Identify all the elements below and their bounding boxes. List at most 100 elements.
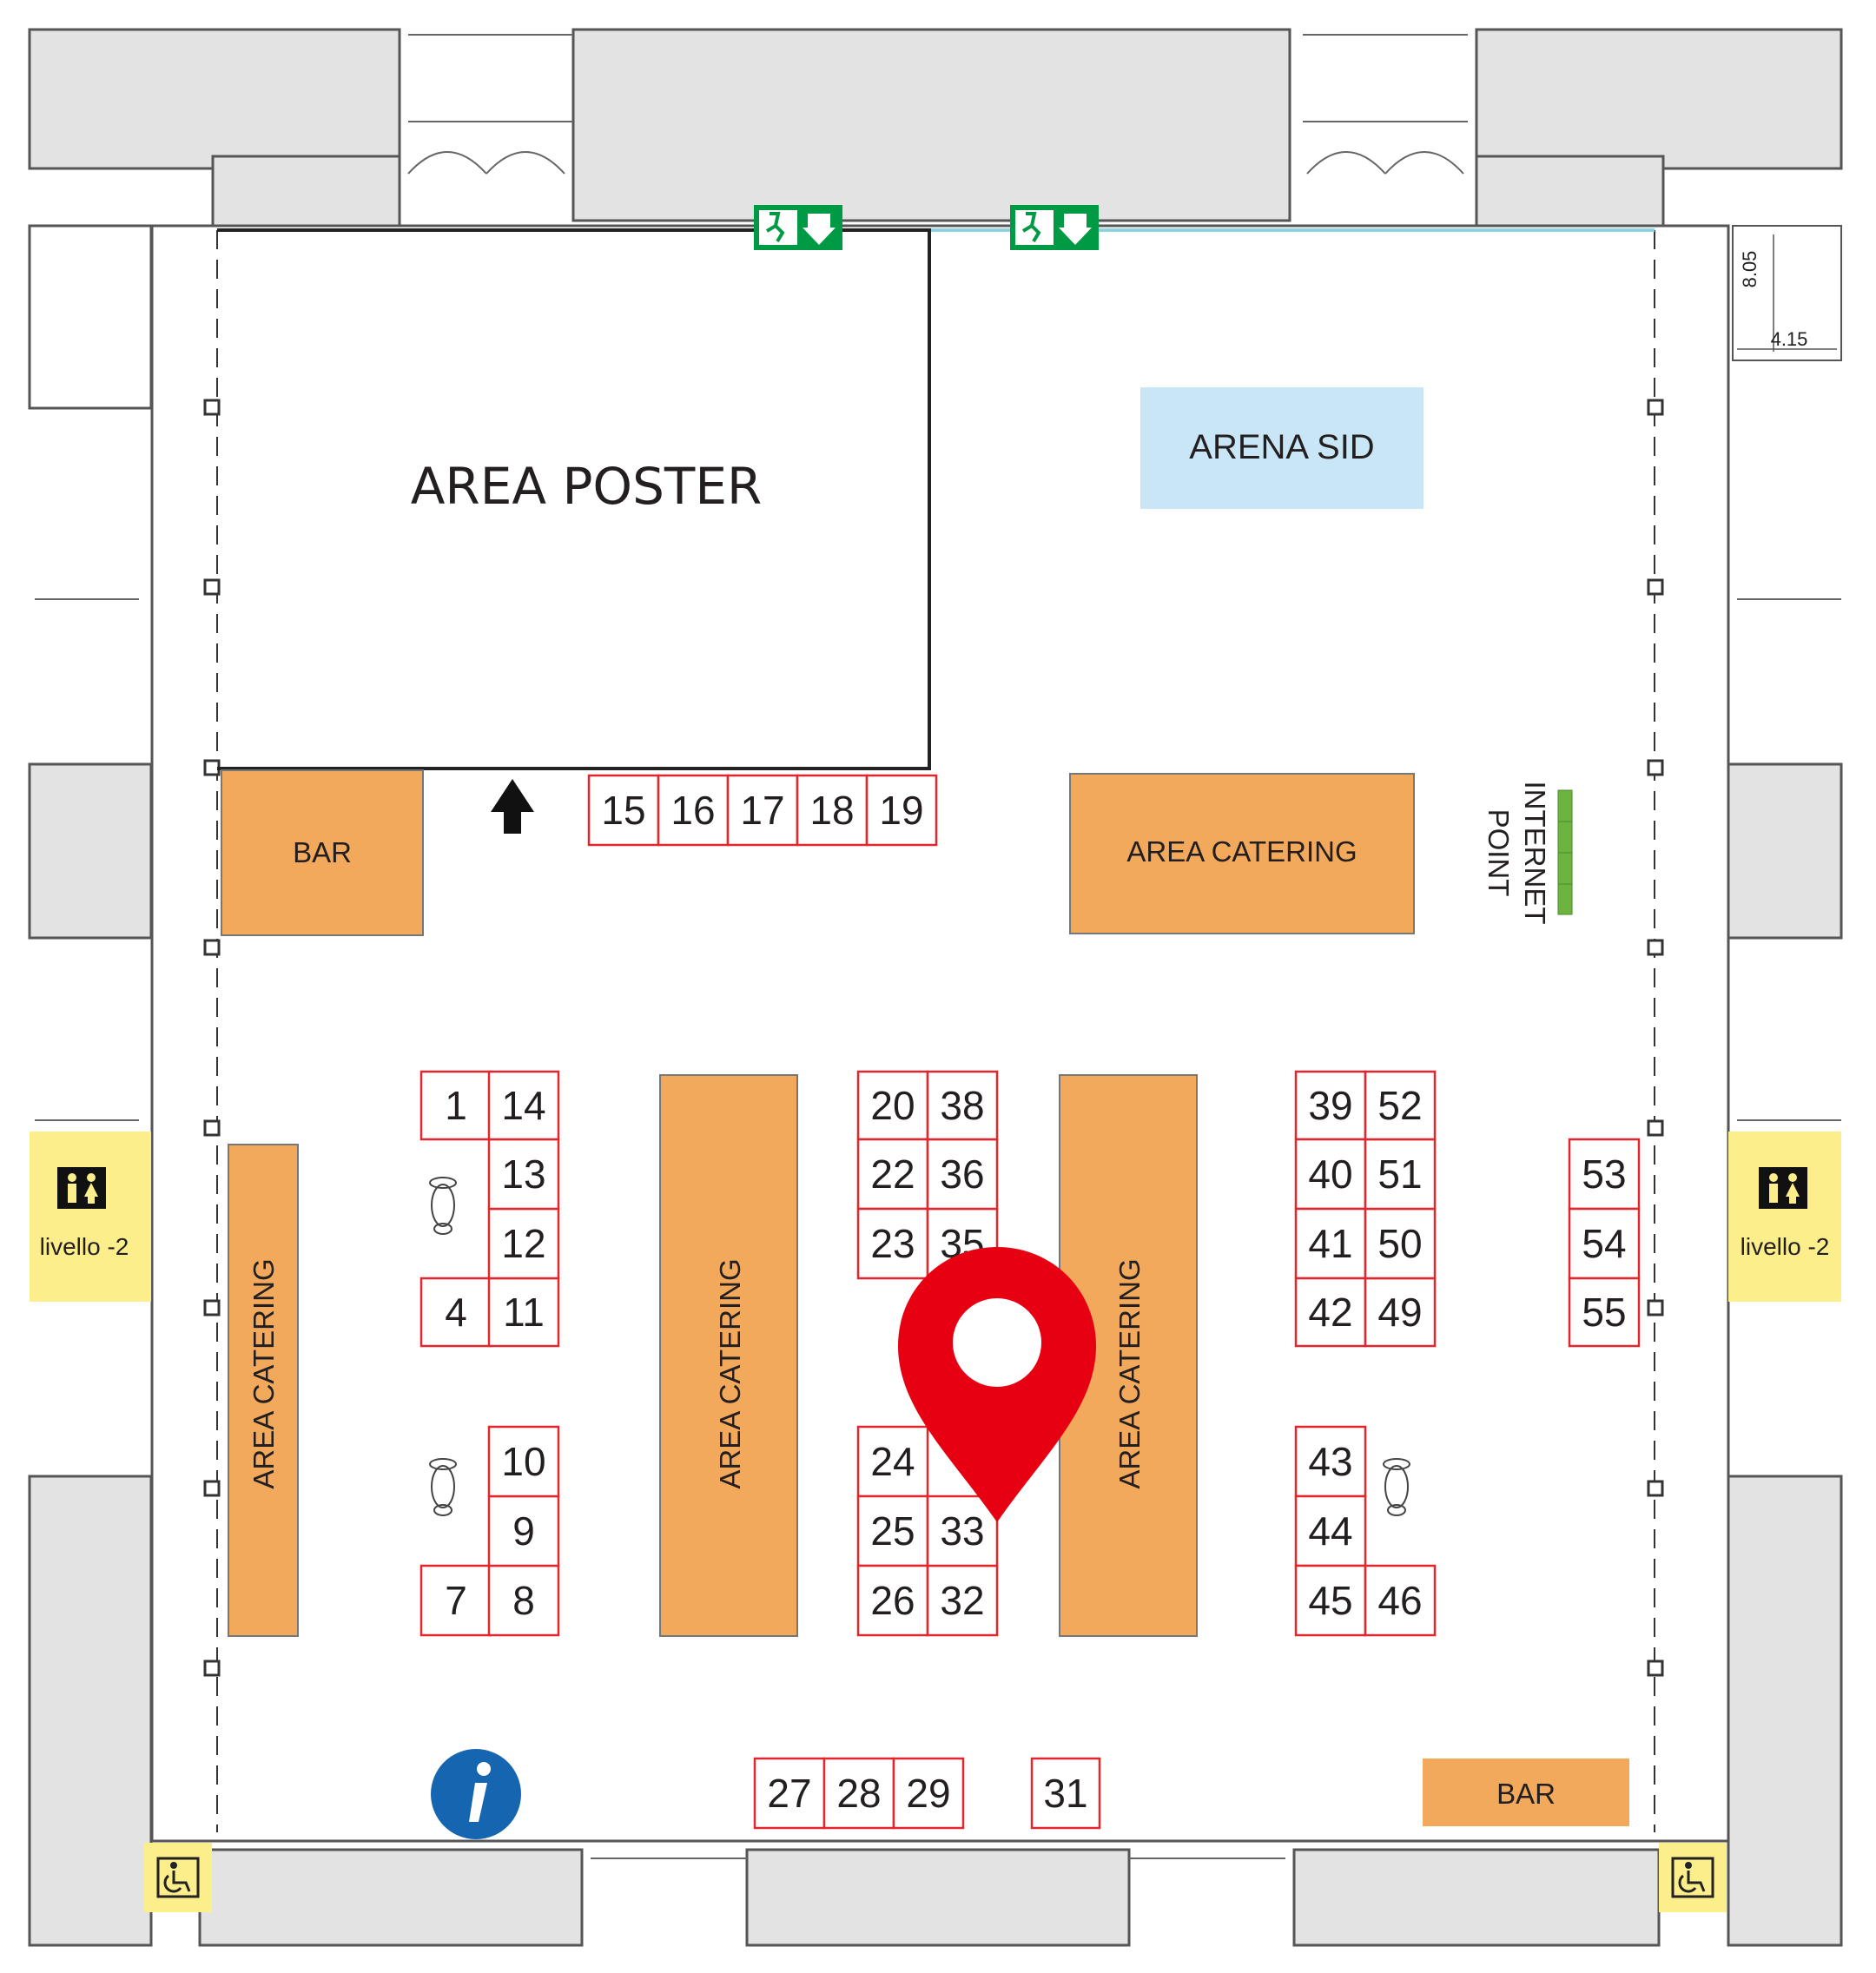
area-catering-label: AREA CATERING — [1113, 1258, 1146, 1488]
booths — [419, 774, 1641, 1830]
booth-number: 51 — [1377, 1151, 1422, 1197]
booth-23[interactable] — [856, 1207, 929, 1280]
door-marks — [35, 34, 1841, 1859]
internet-point-label-1: INTERNET — [1519, 782, 1551, 925]
location-pin-icon[interactable] — [898, 1247, 1096, 1522]
internet-point-label-2: POINT — [1483, 809, 1515, 897]
booth-number: 28 — [836, 1771, 881, 1816]
booth-number: 36 — [940, 1151, 984, 1197]
booth-number: 53 — [1582, 1151, 1626, 1197]
booth-number: 14 — [501, 1083, 545, 1128]
area-catering-label: AREA CATERING — [1126, 835, 1357, 868]
booth-19[interactable] — [865, 774, 938, 847]
accessible-icon — [144, 1843, 212, 1912]
area-catering-top[interactable]: AREA CATERING — [1069, 773, 1415, 934]
booth-1[interactable] — [419, 1070, 492, 1141]
emergency-exit-icon — [1010, 205, 1099, 250]
booth-54[interactable] — [1568, 1207, 1641, 1280]
booth-number: 19 — [879, 788, 923, 833]
booth-46[interactable] — [1364, 1564, 1437, 1637]
booth-43[interactable] — [1294, 1425, 1367, 1498]
booth-number: 13 — [501, 1151, 545, 1197]
entrance-arrow-icon — [491, 779, 534, 834]
area-catering-label: AREA CATERING — [714, 1258, 746, 1488]
booth-number: 32 — [940, 1578, 984, 1623]
area-catering-label: AREA CATERING — [248, 1258, 280, 1488]
arena-sid[interactable]: ARENA SID — [1140, 387, 1424, 509]
booth-53[interactable] — [1568, 1138, 1641, 1211]
booth-26[interactable] — [856, 1564, 929, 1637]
booth-12[interactable] — [487, 1207, 560, 1280]
restroom-icon — [1759, 1167, 1807, 1209]
booth-15[interactable] — [587, 774, 660, 847]
booth-number: 11 — [503, 1290, 545, 1335]
bar-top[interactable]: BAR — [221, 769, 424, 936]
booth-number: 40 — [1308, 1151, 1352, 1197]
dimension-notes: 8.05 4.15 — [1732, 225, 1842, 361]
booth-55[interactable] — [1568, 1277, 1641, 1348]
booth-number: 20 — [870, 1083, 915, 1128]
booth-33[interactable] — [926, 1495, 999, 1567]
booth-number: 25 — [870, 1508, 915, 1554]
booth-10[interactable] — [487, 1425, 560, 1498]
booth-number: 49 — [1377, 1290, 1422, 1335]
booth-number: 23 — [870, 1221, 915, 1266]
restroom-level-label: livello -2 — [40, 1233, 129, 1260]
booth-31[interactable] — [1030, 1757, 1101, 1830]
booth-29[interactable] — [892, 1757, 965, 1830]
booth-16[interactable] — [657, 774, 730, 847]
booth-50[interactable] — [1364, 1207, 1437, 1280]
booth-14[interactable] — [487, 1070, 560, 1141]
booth-7[interactable] — [419, 1564, 492, 1637]
booth-number: 33 — [940, 1508, 984, 1554]
booth-number: 7 — [445, 1578, 467, 1623]
area-catering-mid-right[interactable]: AREA CATERING — [1059, 1074, 1198, 1637]
internet-point[interactable]: INTERNET POINT — [1483, 782, 1573, 925]
bar-label: BAR — [293, 836, 352, 868]
booth-42[interactable] — [1294, 1277, 1367, 1348]
booth-22[interactable] — [856, 1138, 929, 1211]
area-poster[interactable]: AREA POSTER — [217, 228, 931, 770]
booth-number: 18 — [809, 788, 854, 833]
booth-number: 10 — [501, 1439, 545, 1484]
booth-9[interactable] — [487, 1495, 560, 1567]
dimension-width: 4.15 — [1771, 328, 1808, 350]
bar-bottom[interactable]: BAR — [1423, 1759, 1629, 1826]
booth-38[interactable] — [926, 1070, 999, 1141]
info-icon[interactable] — [431, 1749, 521, 1839]
dimension-height: 8.05 — [1739, 251, 1760, 288]
footprints-icon — [429, 1177, 1410, 1516]
booth-number: 8 — [512, 1578, 535, 1623]
restroom-level-label: livello -2 — [1741, 1233, 1830, 1260]
booth-44[interactable] — [1294, 1495, 1367, 1567]
booth-18[interactable] — [796, 774, 869, 847]
booth-32[interactable] — [926, 1564, 999, 1637]
booth-36[interactable] — [926, 1138, 999, 1211]
booth-27[interactable] — [753, 1757, 826, 1830]
area-catering-mid-left[interactable]: AREA CATERING — [659, 1074, 798, 1637]
booth-11[interactable] — [487, 1277, 560, 1348]
bar-label: BAR — [1496, 1778, 1556, 1810]
booth-13[interactable] — [487, 1138, 560, 1211]
booth-45[interactable] — [1294, 1564, 1367, 1637]
booth-number: 55 — [1582, 1290, 1626, 1335]
booth-number: 12 — [501, 1221, 545, 1266]
booth-51[interactable] — [1364, 1138, 1437, 1211]
area-catering-left[interactable]: AREA CATERING — [228, 1144, 299, 1637]
restroom-icon — [57, 1167, 106, 1209]
booth-number: 39 — [1308, 1083, 1352, 1128]
restroom-right[interactable]: livello -2 — [1728, 1132, 1841, 1302]
booth-number: 24 — [870, 1439, 915, 1484]
booth-number: 9 — [512, 1508, 535, 1554]
booth-39[interactable] — [1294, 1070, 1367, 1141]
booth-52[interactable] — [1364, 1070, 1437, 1141]
pillars — [203, 399, 1664, 1677]
booth-28[interactable] — [822, 1757, 895, 1830]
booth-number: 44 — [1308, 1508, 1352, 1554]
booth-number: 43 — [1308, 1439, 1352, 1484]
booth-17[interactable] — [726, 774, 799, 847]
booth-number: 16 — [670, 788, 715, 833]
building-walls — [28, 28, 1843, 1947]
booth-number: 15 — [601, 788, 645, 833]
restroom-left[interactable]: livello -2 — [30, 1132, 151, 1302]
